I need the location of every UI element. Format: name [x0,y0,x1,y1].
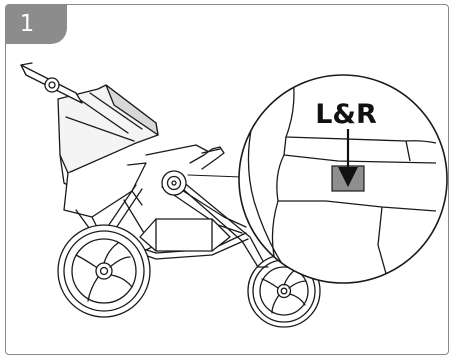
callout-pointer-line [188,175,242,177]
stroller-illustration: L&R [6,5,449,355]
basket [140,219,230,251]
rear-wheel [58,225,150,317]
instruction-frame: 1 [5,4,449,355]
canopy-hinge [21,63,82,103]
fold-hub [162,171,186,195]
callout-label: L&R [315,99,377,130]
